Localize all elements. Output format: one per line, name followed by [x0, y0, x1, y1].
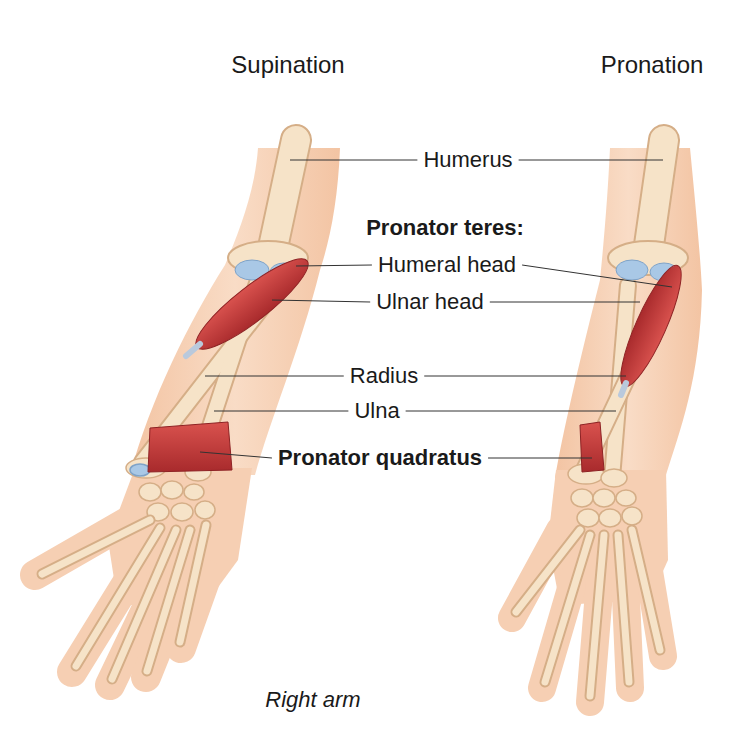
muscle — [148, 248, 692, 472]
skin-outline — [512, 148, 702, 702]
part-label: Radius — [350, 364, 418, 388]
view-title: Pronation — [601, 52, 704, 78]
part-label: Humeral head — [378, 253, 516, 277]
leader-line — [290, 160, 417, 161]
leader-line — [205, 376, 344, 377]
leader-line — [424, 376, 626, 377]
leader-line — [272, 300, 370, 302]
leader-line — [214, 411, 348, 412]
leader-line — [522, 265, 672, 287]
part-label: Humerus — [423, 148, 512, 172]
leader-line — [519, 160, 663, 161]
leader-line — [200, 160, 672, 458]
part-label: Ulna — [354, 399, 399, 423]
skin-outline — [35, 148, 340, 685]
part-label: Ulnar head — [376, 290, 484, 314]
leader-line — [488, 458, 592, 459]
leader-line — [490, 302, 640, 303]
leader-line — [406, 411, 616, 412]
bone — [142, 140, 668, 478]
muscle-label: Pronator quadratus — [278, 446, 482, 470]
hand-bones — [42, 520, 660, 696]
leader-line — [200, 452, 272, 458]
leader-line — [296, 265, 372, 266]
view-title: Supination — [231, 52, 344, 78]
caption-label: Right arm — [265, 688, 360, 712]
muscle-heading: Pronator teres: — [366, 216, 524, 240]
